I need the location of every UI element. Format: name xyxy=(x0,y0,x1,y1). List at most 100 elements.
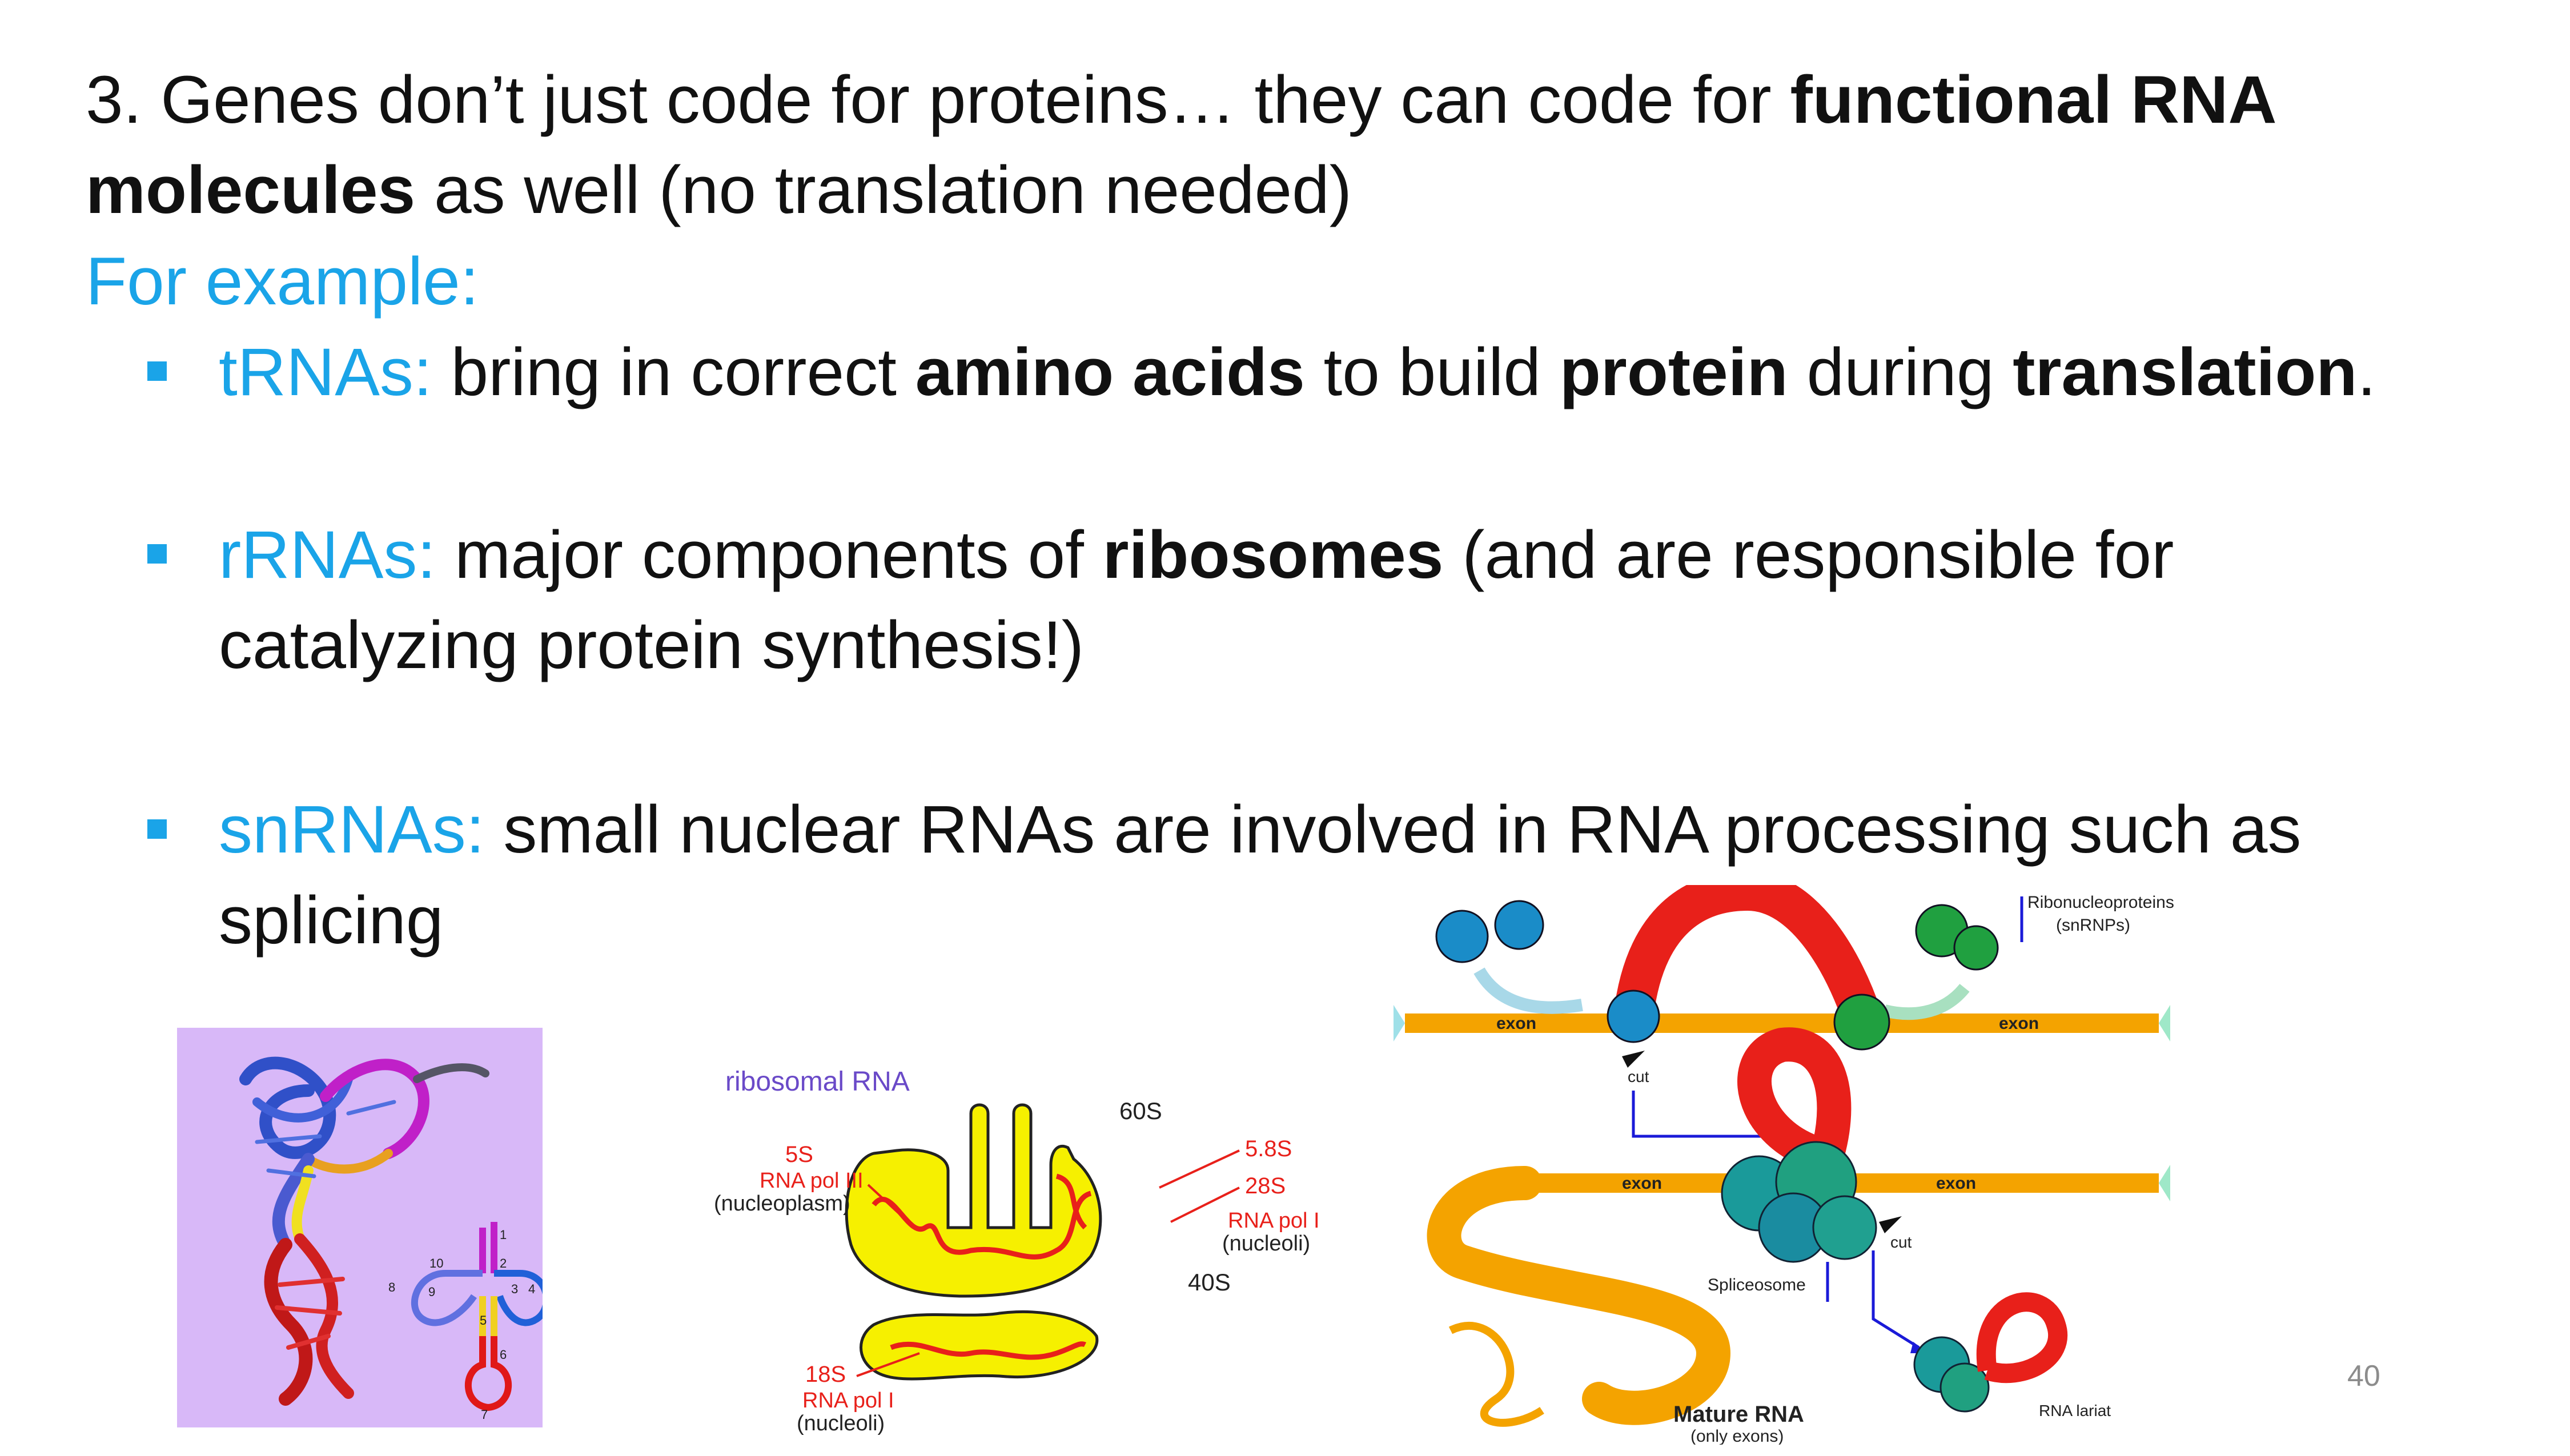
ribosomal-rna-figure: ribosomal RNA 60S 40S 5S RNA pol III (nu… xyxy=(714,1067,1320,1435)
label-5s-location: (nucleoplasm) xyxy=(714,1192,850,1216)
rna-lariat-label: RNA lariat xyxy=(2039,1402,2111,1419)
bullet-text: to build xyxy=(1304,335,1560,410)
trna-3d-ribbon xyxy=(239,1056,489,1406)
snrnps-label: (snRNPs) xyxy=(2056,916,2130,935)
trna-number-10: 10 xyxy=(429,1256,443,1270)
label-40s: 40S xyxy=(1188,1269,1231,1296)
pointer-18s xyxy=(856,1352,920,1377)
heading-rest-text: as well (no translation needed) xyxy=(415,152,1352,228)
bullet-text: bring in correct xyxy=(432,335,915,410)
trna-cloverleaf xyxy=(411,1222,543,1411)
top-left-end-cap xyxy=(1394,1005,1405,1041)
cut-marker-top xyxy=(1622,1051,1645,1068)
trna-number-6: 6 xyxy=(500,1348,507,1362)
snrnp-free-blue xyxy=(1435,900,1544,963)
label-60s: 60S xyxy=(1119,1097,1162,1124)
large-subunit-60s-shape xyxy=(845,1103,1102,1298)
trna-number-9: 9 xyxy=(428,1285,435,1299)
exon-label-middle-right: exon xyxy=(1936,1174,1976,1193)
top-right-end-cap xyxy=(2159,1005,2170,1041)
spliceosome-label: Spliceosome xyxy=(1708,1276,1806,1294)
bullet-term-trna: tRNAs: xyxy=(219,335,432,410)
trna-number-4: 4 xyxy=(528,1282,535,1296)
bullet-term-snrna: snRNAs: xyxy=(219,792,485,867)
trna-structure-figure: 1 2 3 4 5 6 7 8 9 10 xyxy=(177,1028,543,1427)
cut-label-top: cut xyxy=(1628,1068,1649,1085)
ribonucleoproteins-label: Ribonucleoproteins xyxy=(2027,893,2174,912)
snrnp-bound-green xyxy=(1833,994,1890,1051)
bullet-text: small nuclear RNAs are involved in RNA p… xyxy=(484,792,2302,867)
trna-number-1: 1 xyxy=(500,1228,507,1242)
arrow-blue-snrnp xyxy=(1473,967,1583,1014)
bullet-term-rrna: rRNAs: xyxy=(219,517,436,593)
bullet-rrna: rRNAs: major components of ribosomes (an… xyxy=(219,512,2174,598)
bullet-text: major components of xyxy=(436,517,1103,593)
rrna-58s-strand xyxy=(1055,1173,1087,1230)
trna-figure-background xyxy=(177,1028,543,1427)
label-58s: 5.8S xyxy=(1245,1136,1292,1161)
splicing-figure: exon exon Ribonucleoproteins (snRNPs) cu… xyxy=(1394,885,2174,1445)
trna-number-3: 3 xyxy=(511,1282,518,1296)
mature-rna-tail xyxy=(1448,1322,1544,1427)
label-5s-polymerase: RNA pol III xyxy=(760,1169,864,1193)
snrnp-free-green xyxy=(1915,904,1999,971)
arrow-green-snrnp xyxy=(1883,983,1970,1020)
trna-cloverleaf-numbers: 1 2 3 4 5 6 7 8 9 10 xyxy=(388,1228,535,1422)
label-28s: 28S xyxy=(1245,1173,1286,1198)
trna-number-2: 2 xyxy=(500,1256,507,1270)
bullet-text: . xyxy=(2357,335,2376,410)
snrnp-bound-blue xyxy=(1607,990,1660,1043)
heading-bold-functional-rna: functional RNA xyxy=(1790,62,2277,138)
arrow-to-lariat xyxy=(1872,1250,1920,1349)
exon-label-top-left: exon xyxy=(1496,1014,1536,1033)
bullet-rrna-line-2: catalyzing protein synthesis!) xyxy=(219,608,1085,683)
small-subunit-rrna-strand xyxy=(890,1341,1087,1360)
heading-line-1: 3. Genes don’t just code for proteins… t… xyxy=(86,57,2277,143)
rna-lariat xyxy=(1913,1292,2067,1413)
bullet-snrna: snRNAs: small nuclear RNAs are involved … xyxy=(219,787,2301,872)
label-18s-polymerase: RNA pol I xyxy=(802,1389,894,1413)
bold-ribosomes: ribosomes xyxy=(1102,517,1444,593)
bullet-text: during xyxy=(1788,335,2013,410)
mature-rna-sublabel: (only exons) xyxy=(1690,1427,1784,1445)
cut-label-middle: cut xyxy=(1890,1233,1912,1251)
pointer-58s xyxy=(1159,1149,1240,1189)
ribosomal-rna-title: ribosomal RNA xyxy=(725,1067,910,1097)
trna-number-7: 7 xyxy=(481,1407,488,1422)
trna-number-5: 5 xyxy=(480,1313,487,1328)
exon-label-top-right: exon xyxy=(1999,1014,2039,1033)
intron-arch xyxy=(1613,885,1881,1023)
large-subunit-rrna-strand xyxy=(872,1190,1092,1260)
bullet-text: (and are responsible for xyxy=(1443,517,2174,593)
bullet-marker-rrna xyxy=(147,544,167,564)
exon-label-middle-left: exon xyxy=(1622,1174,1662,1193)
bullet-trna: tRNAs: bring in correct amino acids to b… xyxy=(219,329,2376,415)
label-18s-location: (nucleoli) xyxy=(797,1411,885,1435)
bold-amino-acids: amino acids xyxy=(915,335,1305,410)
heading-line-2: molecules as well (no translation needed… xyxy=(86,147,1352,233)
bullet-snrna-line-2: splicing xyxy=(219,883,444,958)
label-28s-location: (nucleoli) xyxy=(1222,1232,1310,1256)
arrow-to-spliceosome xyxy=(1632,1091,1782,1138)
heading-text: 3. Genes don’t just code for proteins… t… xyxy=(86,62,1790,138)
page-number: 40 xyxy=(2347,1360,2380,1393)
bold-protein: protein xyxy=(1559,335,1788,410)
bullet-marker-trna xyxy=(147,361,167,381)
label-18s: 18S xyxy=(805,1362,846,1387)
trna-number-8: 8 xyxy=(388,1280,395,1294)
mature-rna-strand xyxy=(1427,1166,1731,1425)
label-5s: 5S xyxy=(785,1142,813,1167)
bullet-marker-snrna xyxy=(147,819,167,839)
pointer-28s xyxy=(1170,1186,1240,1223)
cut-marker-middle xyxy=(1879,1216,1902,1233)
bold-translation: translation xyxy=(2013,335,2358,410)
middle-right-end-cap xyxy=(2159,1165,2170,1201)
label-28s-polymerase: RNA pol I xyxy=(1228,1209,1320,1233)
spliceosome-complex xyxy=(1721,1141,1877,1263)
intron-loop-middle xyxy=(1737,1027,1852,1170)
heading-bold-molecules: molecules xyxy=(86,152,416,228)
for-example-label: For example: xyxy=(86,244,479,319)
pointer-5s xyxy=(867,1184,909,1223)
mature-rna-label: Mature RNA xyxy=(1673,1402,1804,1427)
